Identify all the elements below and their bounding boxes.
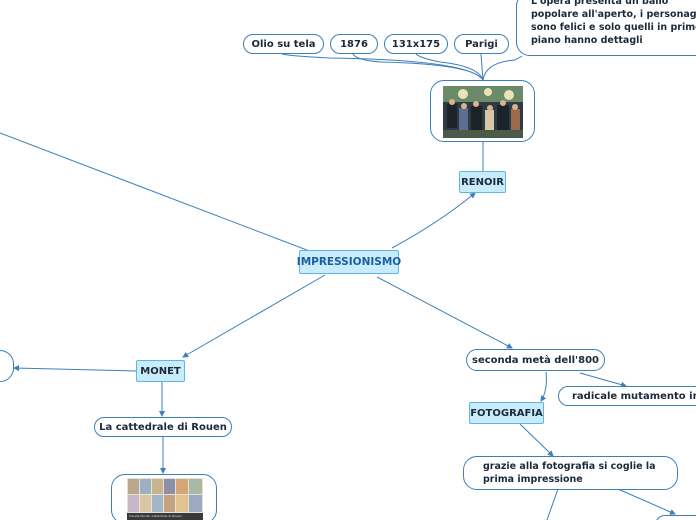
link-central-renoir (391, 192, 476, 249)
link-central-offscreen (0, 132, 313, 253)
link-painting-size (415, 53, 484, 81)
link-central-monet (182, 274, 326, 358)
period-node[interactable]: seconda metà dell'800 (466, 349, 605, 371)
link-painting-year (352, 53, 484, 81)
link-period-change (579, 372, 627, 388)
monet-label: MONET (140, 365, 181, 377)
renoir-description-note[interactable]: L'opera presenta un ballo popolare all'a… (516, 0, 696, 56)
central-node[interactable]: IMPRESSIONISMO (296, 250, 402, 274)
period-change-node[interactable]: radicale mutamento in m (558, 386, 696, 406)
link-impression-bottom-right (617, 488, 676, 515)
monet-picture-image: Claude Monet, Cattedrale di Rouen (127, 478, 203, 520)
renoir-node[interactable]: RENOIR (459, 171, 506, 193)
link-painting-technique (281, 53, 484, 81)
first-impression-text: grazie alla fotografia si coglie la prim… (483, 461, 656, 485)
renoir-size-node[interactable]: 131x175 (384, 34, 448, 54)
renoir-size-label: 131x175 (391, 38, 441, 50)
link-impression-bottom-left (546, 488, 559, 520)
renoir-technique-label: Olio su tela (251, 38, 316, 50)
monet-topic-label: La cattedrale di Rouen (99, 421, 227, 433)
renoir-technique-node[interactable]: Olio su tela (243, 34, 324, 54)
link-photo-impression (519, 423, 554, 457)
link-painting-note (482, 55, 523, 81)
renoir-location-node[interactable]: Parigi (454, 34, 509, 54)
renoir-label: RENOIR (461, 176, 504, 188)
renoir-painting-image (443, 86, 523, 138)
monet-picture-caption: Claude Monet, Cattedrale di Rouen (129, 514, 182, 518)
period-label: seconda metà dell'800 (472, 354, 599, 366)
renoir-description-text: L'opera presenta un ballo popolare all'a… (531, 0, 696, 46)
link-period-photo (540, 371, 547, 402)
renoir-location-label: Parigi (465, 38, 498, 50)
link-central-period (376, 276, 513, 349)
link-monet-offscreen (13, 365, 137, 372)
photography-node[interactable]: FOTOGRAFIA (469, 402, 544, 424)
monet-node[interactable]: MONET (136, 360, 185, 382)
renoir-painting-frame[interactable] (430, 80, 535, 142)
link-painting-location (480, 53, 484, 81)
first-impression-node[interactable]: grazie alla fotografia si coglie la prim… (463, 456, 678, 490)
period-change-label: radicale mutamento in m (572, 390, 696, 402)
offscreen-bottom-right-node[interactable] (655, 515, 696, 520)
monet-picture-frame[interactable]: Claude Monet, Cattedrale di Rouen (111, 474, 217, 520)
central-label: IMPRESSIONISMO (296, 256, 402, 268)
photography-label: FOTOGRAFIA (470, 407, 543, 419)
renoir-year-label: 1876 (340, 38, 368, 50)
renoir-year-node[interactable]: 1876 (330, 34, 378, 54)
monet-topic-node[interactable]: La cattedrale di Rouen (94, 417, 232, 437)
